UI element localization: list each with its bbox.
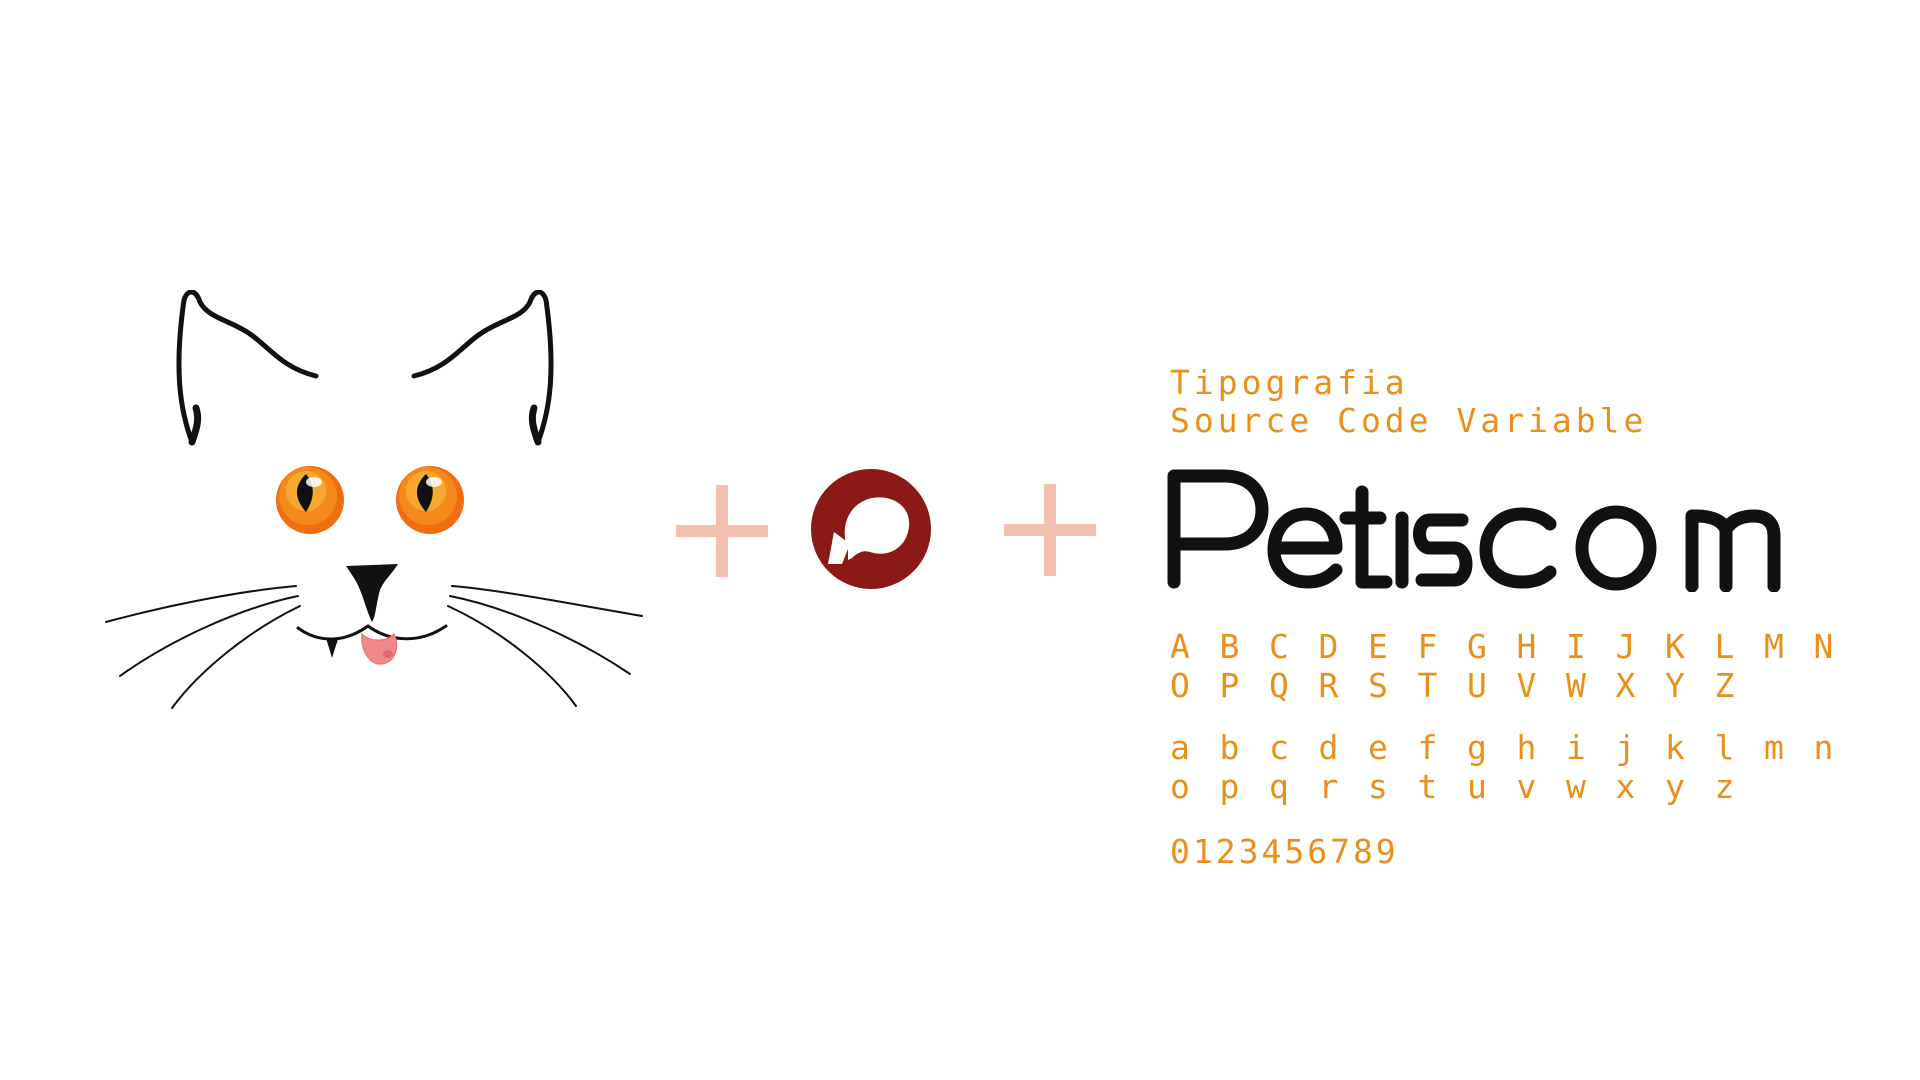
glyph: v [1516, 767, 1537, 806]
glyph: t [1417, 767, 1438, 806]
glyph: u [1467, 767, 1487, 806]
glyph: y [1665, 767, 1685, 806]
glyph: k [1665, 728, 1685, 767]
glyph: h [1516, 728, 1537, 767]
cat-left-eye [276, 466, 344, 534]
glyph: G [1467, 627, 1487, 666]
glyph: V [1516, 666, 1537, 705]
cat-tongue [361, 632, 398, 665]
plus-icon [1004, 484, 1096, 576]
glyph: M [1764, 627, 1784, 666]
cat-right-ear [411, 290, 554, 445]
glyph: I [1566, 627, 1586, 666]
glyph: i [1566, 728, 1586, 767]
typography-heading: Tipografia Source Code Variable [1170, 364, 1647, 440]
glyph: F [1417, 627, 1438, 666]
glyph: o [1170, 767, 1190, 806]
glyph: L [1714, 627, 1735, 666]
cat-left-ear [176, 290, 319, 445]
glyph: Y [1665, 666, 1685, 705]
cat-mouth [296, 624, 448, 641]
glyph: H [1516, 627, 1537, 666]
speech-bubble-icon [811, 469, 931, 589]
petiscom-wordmark [1167, 469, 1781, 592]
glyph: O [1170, 666, 1190, 705]
typography-label: Tipografia [1170, 363, 1409, 402]
glyph: e [1368, 728, 1388, 767]
glyph: W [1566, 666, 1586, 705]
cat-left-whiskers [105, 585, 301, 709]
glyph: g [1467, 728, 1487, 767]
glyph: K [1665, 627, 1685, 666]
glyph: j [1615, 728, 1636, 767]
glyph: l [1714, 728, 1735, 767]
glyph: p [1219, 767, 1240, 806]
glyph: b [1219, 728, 1240, 767]
glyph: x [1615, 767, 1636, 806]
glyph: T [1417, 666, 1438, 705]
glyph: w [1566, 767, 1586, 806]
glyph: R [1318, 666, 1339, 705]
glyph: m [1764, 728, 1784, 767]
cat-nose [346, 564, 398, 622]
glyph: Q [1269, 666, 1289, 705]
glyph: f [1417, 728, 1438, 767]
glyph: q [1269, 767, 1289, 806]
glyph: X [1615, 666, 1636, 705]
glyph: C [1269, 627, 1289, 666]
glyph: c [1269, 728, 1289, 767]
glyph: z [1714, 767, 1735, 806]
glyph: A [1170, 627, 1190, 666]
glyph: s [1368, 767, 1388, 806]
glyph: U [1467, 666, 1487, 705]
digits-row: 0123456789 [1170, 832, 1399, 871]
cat-right-eye [396, 466, 464, 534]
glyph: Z [1714, 666, 1735, 705]
cat-face-icon [105, 290, 643, 709]
glyph: D [1318, 627, 1339, 666]
glyph: n [1813, 728, 1834, 767]
plus-icon [676, 485, 768, 577]
glyph: d [1318, 728, 1339, 767]
glyph: S [1368, 666, 1388, 705]
cat-right-whiskers [447, 585, 643, 707]
glyph: E [1368, 627, 1388, 666]
glyph: N [1813, 627, 1834, 666]
glyph: J [1615, 627, 1636, 666]
glyph: P [1219, 666, 1240, 705]
glyph: r [1318, 767, 1339, 806]
glyph: a [1170, 728, 1190, 767]
typography-font-name: Source Code Variable [1170, 401, 1648, 440]
glyph: B [1219, 627, 1240, 666]
